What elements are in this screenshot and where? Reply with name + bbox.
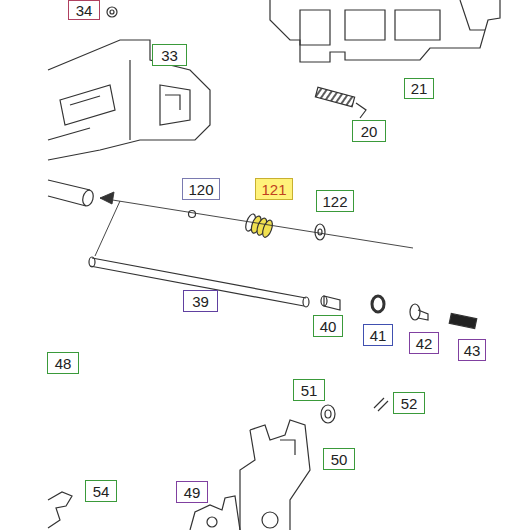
callout-number: 33 xyxy=(161,47,178,64)
axis-lines xyxy=(95,192,413,256)
callout-number: 21 xyxy=(411,80,428,97)
callout-number: 43 xyxy=(464,342,481,359)
callout-number: 120 xyxy=(188,181,213,198)
callout-number: 122 xyxy=(322,193,347,210)
part-drawings xyxy=(48,0,500,530)
callout-number: 54 xyxy=(93,483,110,500)
callout-box: 48 xyxy=(47,352,79,374)
callout-number: 42 xyxy=(416,335,433,352)
callout-number: 20 xyxy=(361,123,378,140)
callout-number: 51 xyxy=(301,382,318,399)
callout-box: 20 xyxy=(352,120,386,142)
callout-box: 34 xyxy=(68,0,100,20)
callout-number: 40 xyxy=(320,318,337,335)
callout-number: 52 xyxy=(401,395,418,412)
callout-box: 50 xyxy=(323,448,355,470)
callout-number: 34 xyxy=(76,2,93,19)
callout-box: 51 xyxy=(293,379,325,401)
callout-number: 121 xyxy=(261,181,286,198)
callout-number: 41 xyxy=(370,327,387,344)
callout-box: 41 xyxy=(363,324,393,346)
callout-box: 121 xyxy=(255,178,293,200)
callout-box: 21 xyxy=(404,78,434,99)
callout-box: 40 xyxy=(313,315,343,337)
callout-box: 43 xyxy=(458,339,486,361)
callout-number: 48 xyxy=(55,355,72,372)
callout-box: 122 xyxy=(316,190,354,212)
callout-box: 52 xyxy=(393,392,425,414)
callout-box: 49 xyxy=(176,481,208,503)
callout-number: 39 xyxy=(192,293,209,310)
callout-number: 49 xyxy=(184,484,201,501)
callout-box: 39 xyxy=(183,290,218,312)
callout-box: 120 xyxy=(182,178,220,200)
callout-box: 42 xyxy=(409,332,439,354)
callout-box: 54 xyxy=(85,480,117,502)
callout-box: 33 xyxy=(152,44,187,66)
callout-number: 50 xyxy=(331,451,348,468)
